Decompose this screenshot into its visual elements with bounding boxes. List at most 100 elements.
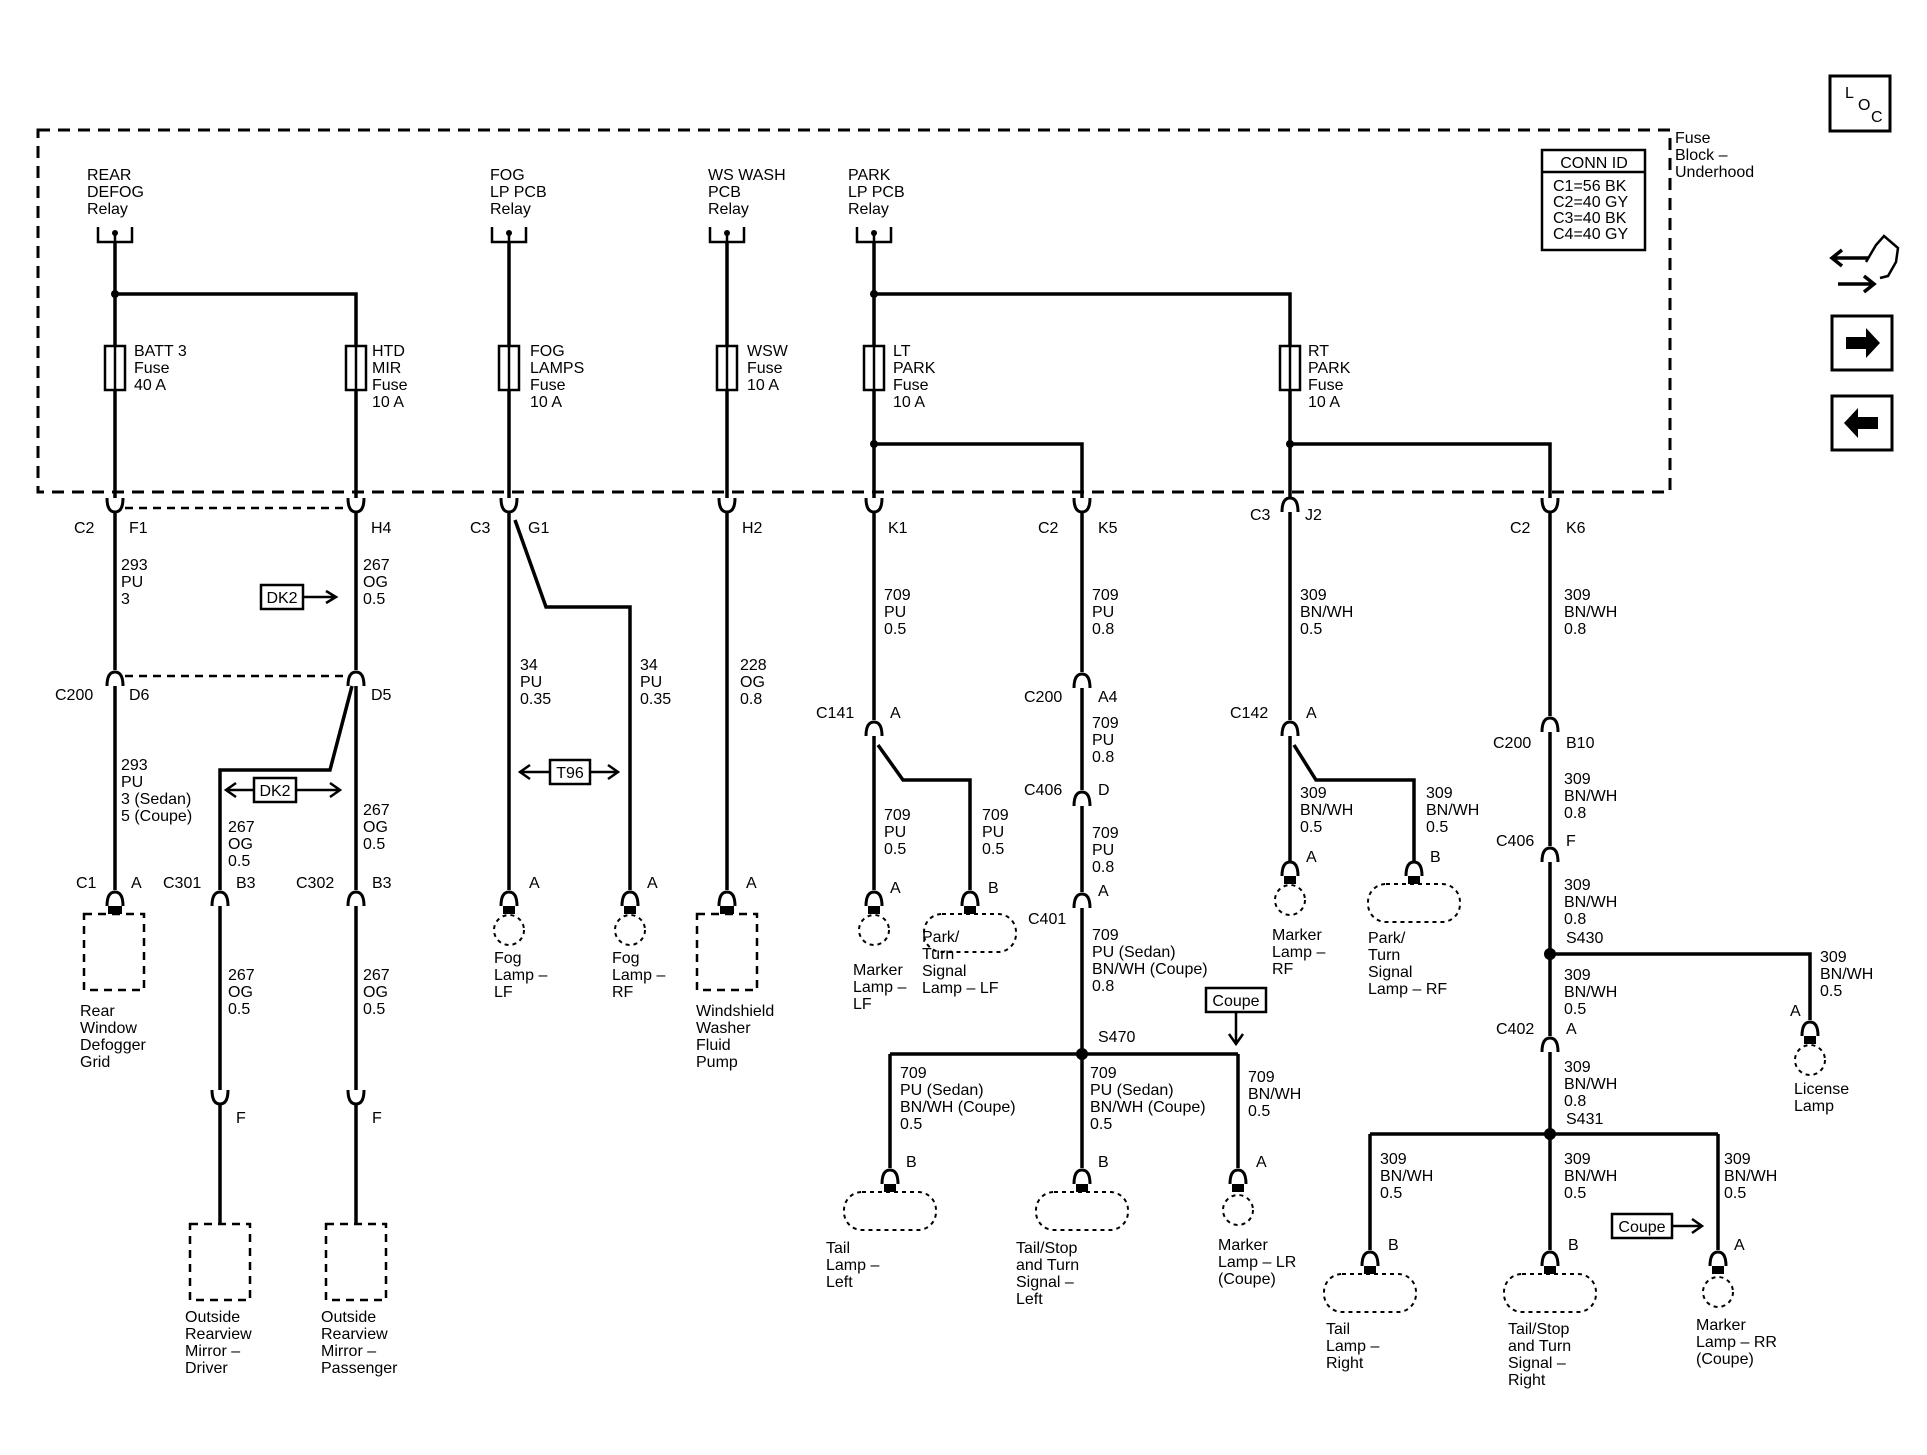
svg-text:Lamp: Lamp — [1794, 1098, 1834, 1115]
fuse-wsw-label: WSW Fuse 10 A — [747, 343, 789, 394]
svg-text:BN/WH: BN/WH — [1564, 788, 1617, 805]
svg-text:0.5: 0.5 — [1724, 1185, 1746, 1202]
svg-text:BN/WH: BN/WH — [1564, 894, 1617, 911]
svg-text:Tail: Tail — [1326, 1321, 1350, 1338]
svg-text:Washer: Washer — [696, 1020, 751, 1037]
wire-309-c-label: 309 BN/WH 0.5 — [1300, 785, 1353, 836]
svg-text:Relay: Relay — [490, 201, 531, 218]
svg-text:MIR: MIR — [372, 360, 401, 377]
svg-text:BN/WH: BN/WH — [1248, 1086, 1301, 1103]
svg-text:709: 709 — [1092, 927, 1119, 944]
option-dk2-tag: DK2 — [259, 583, 339, 611]
svg-text:0.5: 0.5 — [1426, 819, 1448, 836]
wire-309-e-label: 309 BN/WH 0.8 — [1564, 771, 1617, 822]
wire-709-i-label: 709 PU (Sedan) BN/WH (Coupe) 0.5 — [1090, 1065, 1206, 1133]
previous-page-button[interactable] — [1830, 394, 1894, 452]
svg-text:Fuse: Fuse — [747, 360, 783, 377]
wire-709-d-label: 709 PU 0.8 — [1092, 825, 1119, 876]
svg-text:Windshield: Windshield — [696, 1003, 774, 1020]
svg-text:0.5: 0.5 — [363, 836, 385, 853]
svg-text:L: L — [1845, 85, 1854, 102]
svg-text:40 A: 40 A — [134, 377, 166, 394]
conn-c200-label: C200 — [55, 687, 93, 704]
svg-text:Fuse: Fuse — [1308, 377, 1344, 394]
svg-text:Signal –: Signal – — [1016, 1274, 1074, 1291]
svg-text:0.5: 0.5 — [1090, 1116, 1112, 1133]
svg-text:709: 709 — [1090, 1065, 1117, 1082]
svg-text:Left: Left — [826, 1274, 853, 1291]
svg-text:34: 34 — [520, 657, 538, 674]
location-button[interactable]: L O C — [1828, 74, 1892, 133]
svg-text:PU: PU — [884, 824, 906, 841]
conn-b-label: B — [1568, 1237, 1579, 1254]
svg-text:Tail/Stop: Tail/Stop — [1016, 1240, 1077, 1257]
svg-text:C4=40 GY: C4=40 GY — [1553, 226, 1628, 243]
next-page-button[interactable] — [1830, 314, 1894, 372]
svg-text:FOG: FOG — [490, 167, 525, 184]
conn-a-label: A — [1256, 1154, 1267, 1171]
conn-c200-label: C200 — [1024, 689, 1062, 706]
load-fog-lf: Fog Lamp – LF — [494, 950, 547, 1001]
svg-text:0.5: 0.5 — [900, 1116, 922, 1133]
fuse-rtpark-label: RT PARK Fuse 10 A — [1308, 343, 1351, 411]
connector-info-icon[interactable] — [1829, 234, 1900, 294]
svg-text:Fuse: Fuse — [134, 360, 170, 377]
svg-text:Lamp –: Lamp – — [853, 979, 906, 996]
svg-text:OG: OG — [740, 674, 765, 691]
svg-text:FOG: FOG — [530, 343, 565, 360]
option-dk2-bidir-tag: DK2 — [223, 776, 343, 804]
svg-text:PU (Sedan): PU (Sedan) — [1090, 1082, 1174, 1099]
svg-text:10 A: 10 A — [530, 394, 562, 411]
svg-text:309: 309 — [1564, 1059, 1591, 1076]
conn-c142-label: C142 — [1230, 705, 1268, 722]
conn-b3-label: B3 — [372, 875, 392, 892]
conn-a4-label: A4 — [1098, 689, 1118, 706]
wire-309-i-label: 309 BN/WH 0.8 — [1564, 1059, 1617, 1110]
conn-b-label: B — [1098, 1154, 1109, 1171]
svg-text:Park/: Park/ — [922, 929, 960, 946]
svg-text:Relay: Relay — [848, 201, 889, 218]
conn-b-label: B — [988, 880, 999, 897]
svg-text:709: 709 — [1092, 825, 1119, 842]
circuit-rt-park-front — [1274, 512, 1461, 923]
svg-text:0.5: 0.5 — [228, 1001, 250, 1018]
svg-text:309: 309 — [1564, 1151, 1591, 1168]
conn-c141-label: C141 — [816, 705, 854, 722]
header-connectors — [105, 496, 1560, 514]
svg-text:HTD: HTD — [372, 343, 405, 360]
svg-text:WSW: WSW — [747, 343, 789, 360]
circuit-fog-lamps — [493, 512, 646, 946]
svg-text:228: 228 — [740, 657, 767, 674]
wire-309-h-label: 309 BN/WH 0.5 — [1380, 1151, 1433, 1202]
svg-text:0.8: 0.8 — [1092, 859, 1114, 876]
wire-709-h-label: 709 PU (Sedan) BN/WH (Coupe) 0.5 — [900, 1065, 1016, 1133]
svg-text:REAR: REAR — [87, 167, 131, 184]
svg-text:10 A: 10 A — [747, 377, 779, 394]
svg-text:C3=40 BK: C3=40 BK — [1553, 210, 1627, 227]
svg-text:Right: Right — [1508, 1372, 1546, 1389]
circuit-washer — [695, 512, 759, 992]
svg-text:H2: H2 — [742, 520, 763, 537]
svg-text:Outside: Outside — [185, 1309, 240, 1326]
svg-text:Fuse: Fuse — [1675, 130, 1711, 147]
fuse-fog-label: FOG LAMPS Fuse 10 A — [530, 343, 584, 411]
svg-text:0.5: 0.5 — [1300, 621, 1322, 638]
svg-text:BN/WH: BN/WH — [1564, 1076, 1617, 1093]
svg-text:PU: PU — [1092, 732, 1114, 749]
svg-text:10 A: 10 A — [893, 394, 925, 411]
svg-text:293: 293 — [121, 557, 148, 574]
wire-309-b-label: 309 BN/WH 0.8 — [1564, 587, 1617, 638]
conn-a-label: A — [647, 875, 658, 892]
fuse-batt3-label: BATT 3 Fuse 40 A — [134, 343, 187, 394]
svg-text:709: 709 — [982, 807, 1009, 824]
svg-text:PCB: PCB — [708, 184, 741, 201]
svg-text:0.8: 0.8 — [1564, 911, 1586, 928]
svg-text:Passenger: Passenger — [321, 1360, 398, 1377]
conn-c1-label: C1 — [76, 875, 97, 892]
svg-text:PU: PU — [121, 774, 143, 791]
svg-text:Lamp –: Lamp – — [494, 967, 547, 984]
svg-text:309: 309 — [1564, 967, 1591, 984]
svg-text:PU: PU — [1092, 604, 1114, 621]
circuit-lt-park-rear — [843, 512, 1254, 1231]
svg-text:Relay: Relay — [708, 201, 749, 218]
